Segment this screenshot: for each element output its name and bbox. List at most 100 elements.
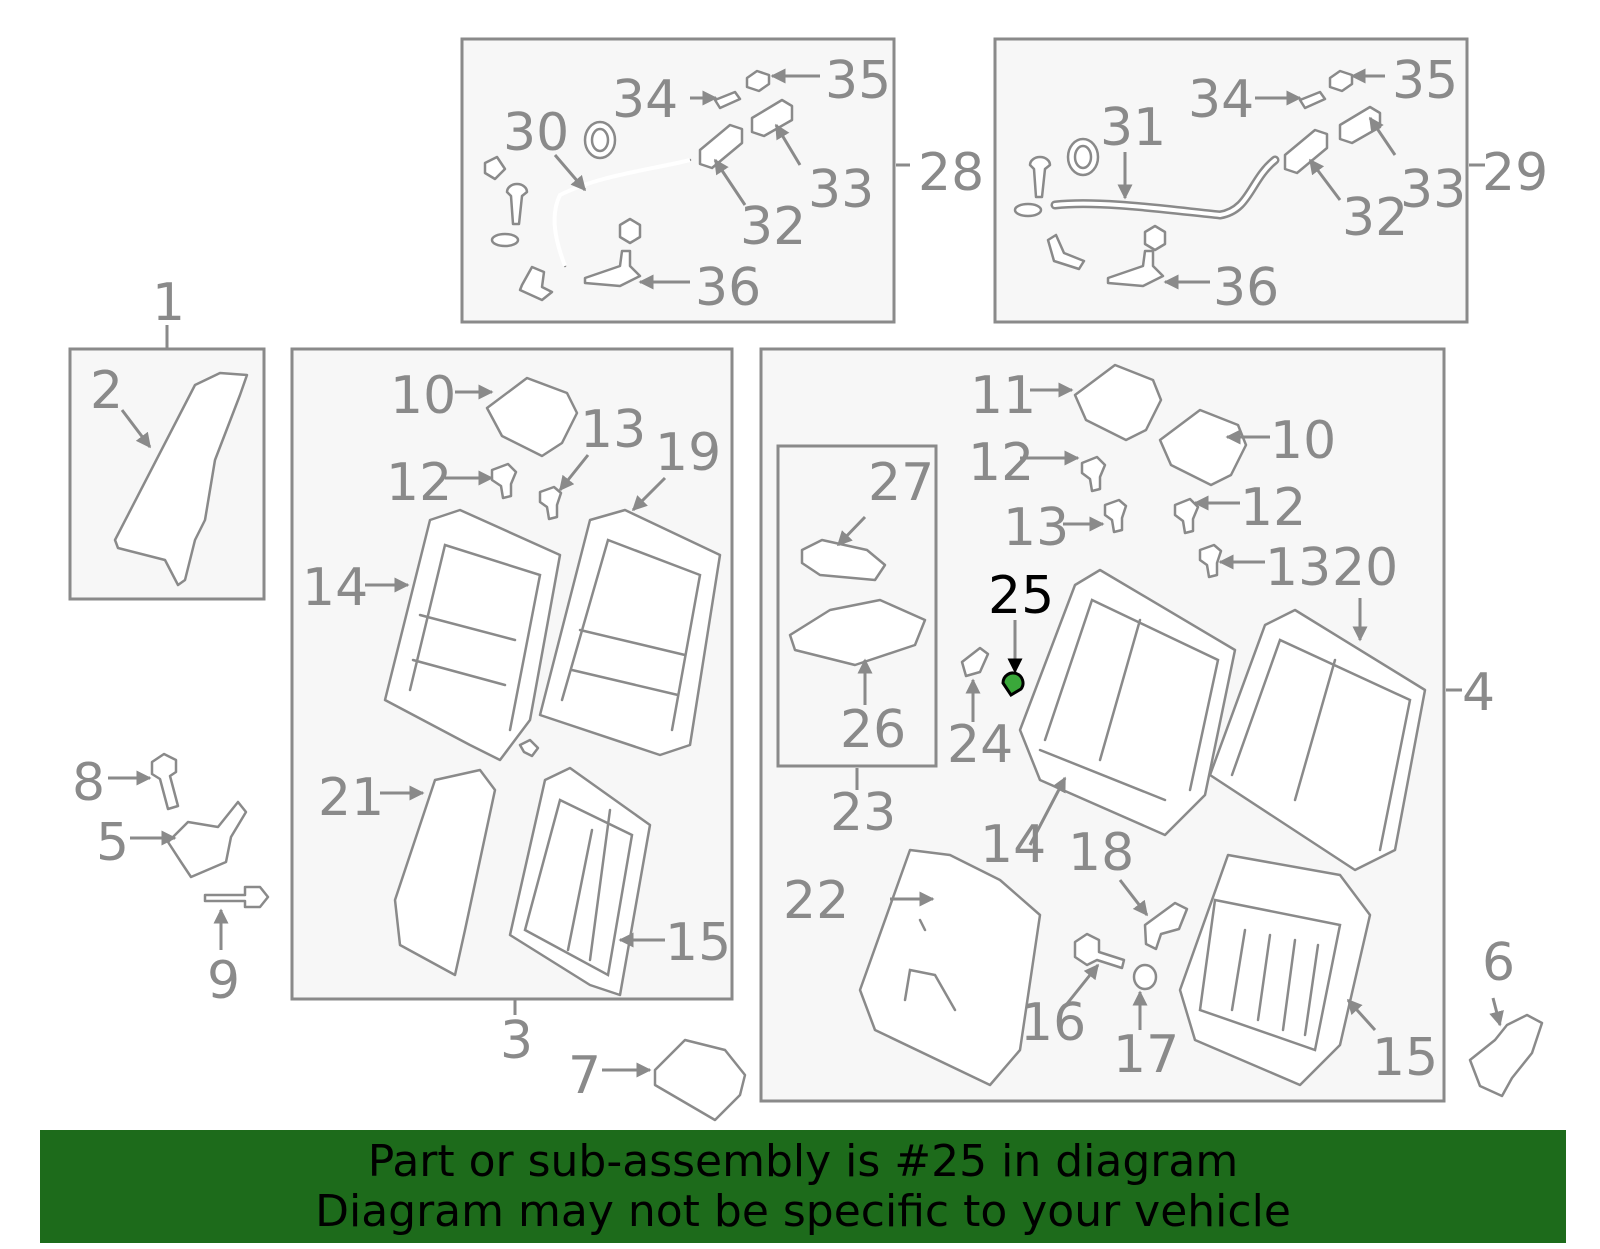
box-29 — [993, 37, 1469, 324]
clip-30a — [483, 155, 507, 181]
callout-24: 24 — [947, 715, 1013, 775]
callout-13c: 13 — [1265, 538, 1331, 598]
callout-36b: 36 — [1213, 258, 1279, 318]
guide-12c — [1173, 497, 1200, 535]
bolt-16 — [1073, 932, 1126, 970]
banner-line-2: Diagram may not be specific to your vehi… — [315, 1185, 1291, 1237]
nut-36a — [618, 217, 642, 245]
cap-35a — [745, 69, 771, 93]
armrest-26 — [788, 598, 927, 667]
info-banner: Part or sub-assembly is #25 in diagram D… — [40, 1130, 1566, 1243]
callout-5: 5 — [96, 813, 129, 873]
callout-9: 9 — [207, 951, 240, 1011]
callout-10b: 10 — [1270, 411, 1336, 471]
cable-31 — [1050, 155, 1280, 220]
callout-6: 6 — [1482, 933, 1515, 993]
callout-21: 21 — [318, 768, 384, 828]
block-33a — [750, 98, 794, 138]
callout-12c: 12 — [1240, 478, 1306, 538]
clip-24 — [960, 646, 990, 678]
leaders — [108, 68, 1504, 1078]
bolt-9 — [203, 885, 270, 909]
bracket-7 — [653, 1038, 747, 1122]
headrest-11 — [1073, 363, 1163, 442]
guide-12b — [1080, 455, 1107, 493]
bracket-36b — [1106, 249, 1165, 288]
callout-30: 30 — [503, 103, 569, 163]
pin-30 — [505, 182, 529, 226]
callout-34b: 34 — [1188, 70, 1254, 130]
seatback-14b-detail — [1038, 598, 1220, 802]
pin-31 — [1028, 155, 1052, 199]
callout-22: 22 — [783, 871, 849, 931]
callout-3: 3 — [500, 1011, 533, 1071]
callout-17: 17 — [1113, 1025, 1179, 1085]
seatback-20-detail — [1230, 638, 1412, 852]
headrest-10a — [485, 376, 579, 458]
callout-33b: 33 — [1400, 160, 1466, 220]
callout-14b: 14 — [980, 815, 1046, 875]
seatback-14a-detail — [408, 543, 542, 732]
callout-35b: 35 — [1392, 51, 1458, 111]
callout-2: 2 — [90, 361, 123, 421]
callout-23: 23 — [830, 783, 896, 843]
callout-33a: 33 — [808, 160, 874, 220]
callout-7: 7 — [568, 1046, 601, 1106]
bracket-31 — [1046, 233, 1086, 271]
part-25-highlight — [1001, 671, 1025, 698]
guide-13b — [1103, 498, 1128, 534]
grommet-31-inner — [1073, 144, 1093, 170]
panel-22-detail — [903, 918, 957, 1012]
cap-35b — [1328, 69, 1354, 93]
nut-36b — [1143, 224, 1167, 252]
callout-16: 16 — [1020, 993, 1086, 1053]
clip-seatback-3 — [518, 738, 540, 758]
callout-36a: 36 — [695, 258, 761, 318]
callout-25: 25 — [988, 566, 1054, 626]
seatback-20 — [1208, 608, 1427, 872]
callout-13a: 13 — [580, 400, 646, 460]
seatback-19-detail — [560, 538, 702, 732]
callout-4: 4 — [1462, 663, 1495, 723]
guide-12a — [490, 462, 518, 500]
bolt-8 — [150, 752, 180, 811]
callout-29: 29 — [1482, 143, 1548, 203]
frame-15a-detail — [523, 798, 634, 977]
cupholder-27 — [800, 538, 887, 582]
washer-31 — [1013, 202, 1043, 218]
callout-12b: 12 — [968, 433, 1034, 493]
guide-13c — [1198, 543, 1223, 579]
panel-21 — [393, 768, 497, 977]
callout-8: 8 — [72, 753, 105, 813]
frame-15b — [1178, 853, 1372, 1087]
plug-34b — [1298, 90, 1327, 110]
callout-12a: 12 — [386, 453, 452, 513]
callout-10a: 10 — [390, 366, 456, 426]
bracket-30 — [518, 265, 554, 302]
bracket-18 — [1143, 901, 1189, 951]
callout-15a: 15 — [665, 913, 731, 973]
callout-20: 20 — [1332, 538, 1398, 598]
trim-2 — [113, 371, 249, 587]
callout-26: 26 — [840, 700, 906, 760]
block-32b — [1283, 128, 1329, 175]
callout-18: 18 — [1068, 823, 1134, 883]
callout-32b: 32 — [1342, 188, 1408, 248]
headrest-10b — [1158, 408, 1248, 487]
bracket-36a — [583, 249, 642, 288]
block-32a — [698, 123, 744, 170]
bracket-6 — [1468, 1013, 1544, 1098]
callout-34a: 34 — [612, 70, 678, 130]
bushing-17 — [1132, 963, 1158, 991]
callout-13b: 13 — [1003, 498, 1069, 558]
callout-35a: 35 — [825, 51, 891, 111]
frame-15b-detail — [1198, 898, 1342, 1052]
guide-13a — [538, 485, 563, 521]
callout-32a: 32 — [740, 197, 806, 257]
plug-34a — [713, 90, 742, 110]
washer-30 — [490, 232, 520, 248]
callout-14a: 14 — [302, 558, 368, 618]
panel-22 — [858, 848, 1042, 1087]
callout-28: 28 — [918, 143, 984, 203]
grommet-30-inner — [590, 127, 610, 153]
